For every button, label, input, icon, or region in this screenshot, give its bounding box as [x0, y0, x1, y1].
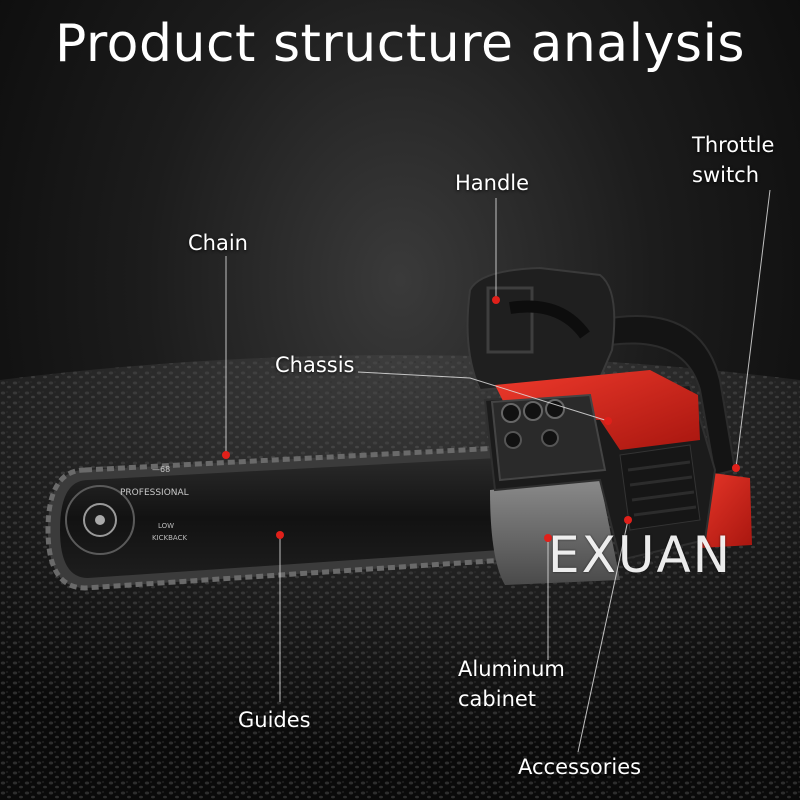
label-handle-text: Handle: [455, 171, 530, 195]
watermark: EXUAN: [548, 526, 733, 584]
bar-model-text: —68: [152, 465, 170, 474]
chassis-leader-line: [357, 371, 609, 422]
chain-marker: [222, 451, 230, 459]
bar-brand-text: PROFESSIONAL: [120, 488, 189, 498]
label-throttle-line1: Throttle: [692, 133, 775, 157]
accessories-marker: [624, 516, 632, 524]
callout-markers: [222, 296, 740, 542]
label-chain-text: Chain: [188, 231, 248, 255]
callout-lines: [225, 189, 771, 753]
label-aluminum-line2: cabinet: [458, 687, 537, 711]
aluminum-marker: [544, 534, 552, 542]
handle-marker: [492, 296, 500, 304]
chassis-marker: [604, 417, 612, 425]
label-guides: Guides: [238, 705, 311, 735]
label-guides-text: Guides: [238, 708, 311, 732]
label-throttle-switch: Throttle switch: [692, 130, 774, 190]
label-chain: Chain: [188, 228, 248, 258]
throttle-marker: [732, 464, 740, 472]
bar-lowkick-text-2: KICKBACK: [152, 534, 187, 542]
accessories-leader-line: [577, 519, 629, 753]
label-throttle-line2: switch: [692, 163, 760, 187]
label-aluminum-cabinet: Aluminum cabinet: [458, 654, 565, 714]
engine-body: [466, 266, 752, 585]
label-accessories: Accessories: [518, 752, 641, 782]
label-aluminum-line1: Aluminum: [458, 657, 565, 681]
label-chassis: Chassis: [275, 350, 355, 380]
guide-bar: PROFESSIONAL —68 LOW KICKBACK: [45, 445, 508, 591]
throttle-leader-line: [735, 189, 771, 469]
label-handle: Handle: [455, 168, 529, 198]
page-title: Product structure analysis: [54, 14, 745, 74]
label-chassis-text: Chassis: [275, 353, 355, 377]
label-accessories-text: Accessories: [518, 755, 642, 779]
guides-marker: [276, 531, 284, 539]
bar-lowkick-text-1: LOW: [158, 522, 174, 530]
